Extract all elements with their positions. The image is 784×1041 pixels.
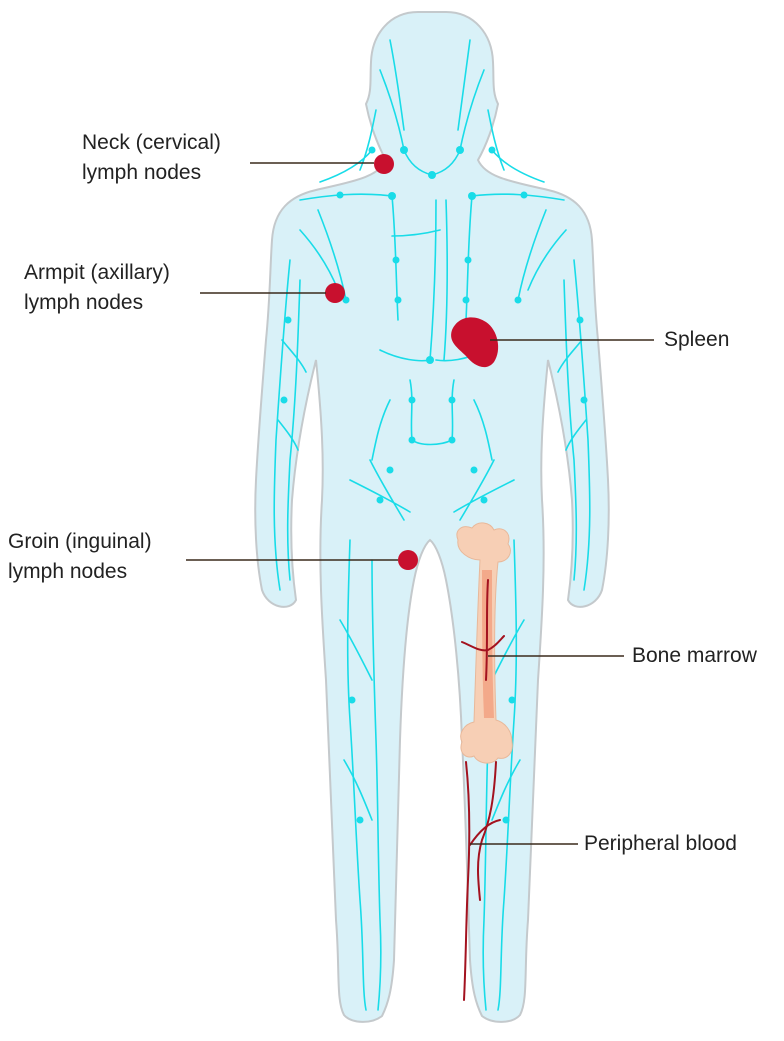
neck-label-line2: lymph nodes	[82, 158, 221, 188]
bone-marrow-label: Bone marrow	[632, 641, 757, 671]
groin-label-line2: lymph nodes	[8, 557, 152, 587]
peripheral-blood-label-text: Peripheral blood	[584, 832, 737, 855]
neck-lymph-nodes-label: Neck (cervical) lymph nodes	[82, 128, 221, 188]
spleen-label-text: Spleen	[664, 328, 729, 351]
armpit-label-line1: Armpit (axillary)	[24, 258, 170, 288]
peripheral-blood-label: Peripheral blood	[584, 829, 737, 859]
armpit-lymph-nodes-label: Armpit (axillary) lymph nodes	[24, 258, 170, 318]
groin-label-line1: Groin (inguinal)	[8, 527, 152, 557]
armpit-lymph-node-marker	[325, 283, 345, 303]
spleen-label: Spleen	[664, 325, 729, 355]
armpit-label-line2: lymph nodes	[24, 288, 170, 318]
bone-marrow-label-text: Bone marrow	[632, 644, 757, 667]
groin-lymph-nodes-label: Groin (inguinal) lymph nodes	[8, 527, 152, 587]
groin-lymph-node-marker	[398, 550, 418, 570]
neck-label-line1: Neck (cervical)	[82, 128, 221, 158]
neck-lymph-node-marker	[374, 154, 394, 174]
